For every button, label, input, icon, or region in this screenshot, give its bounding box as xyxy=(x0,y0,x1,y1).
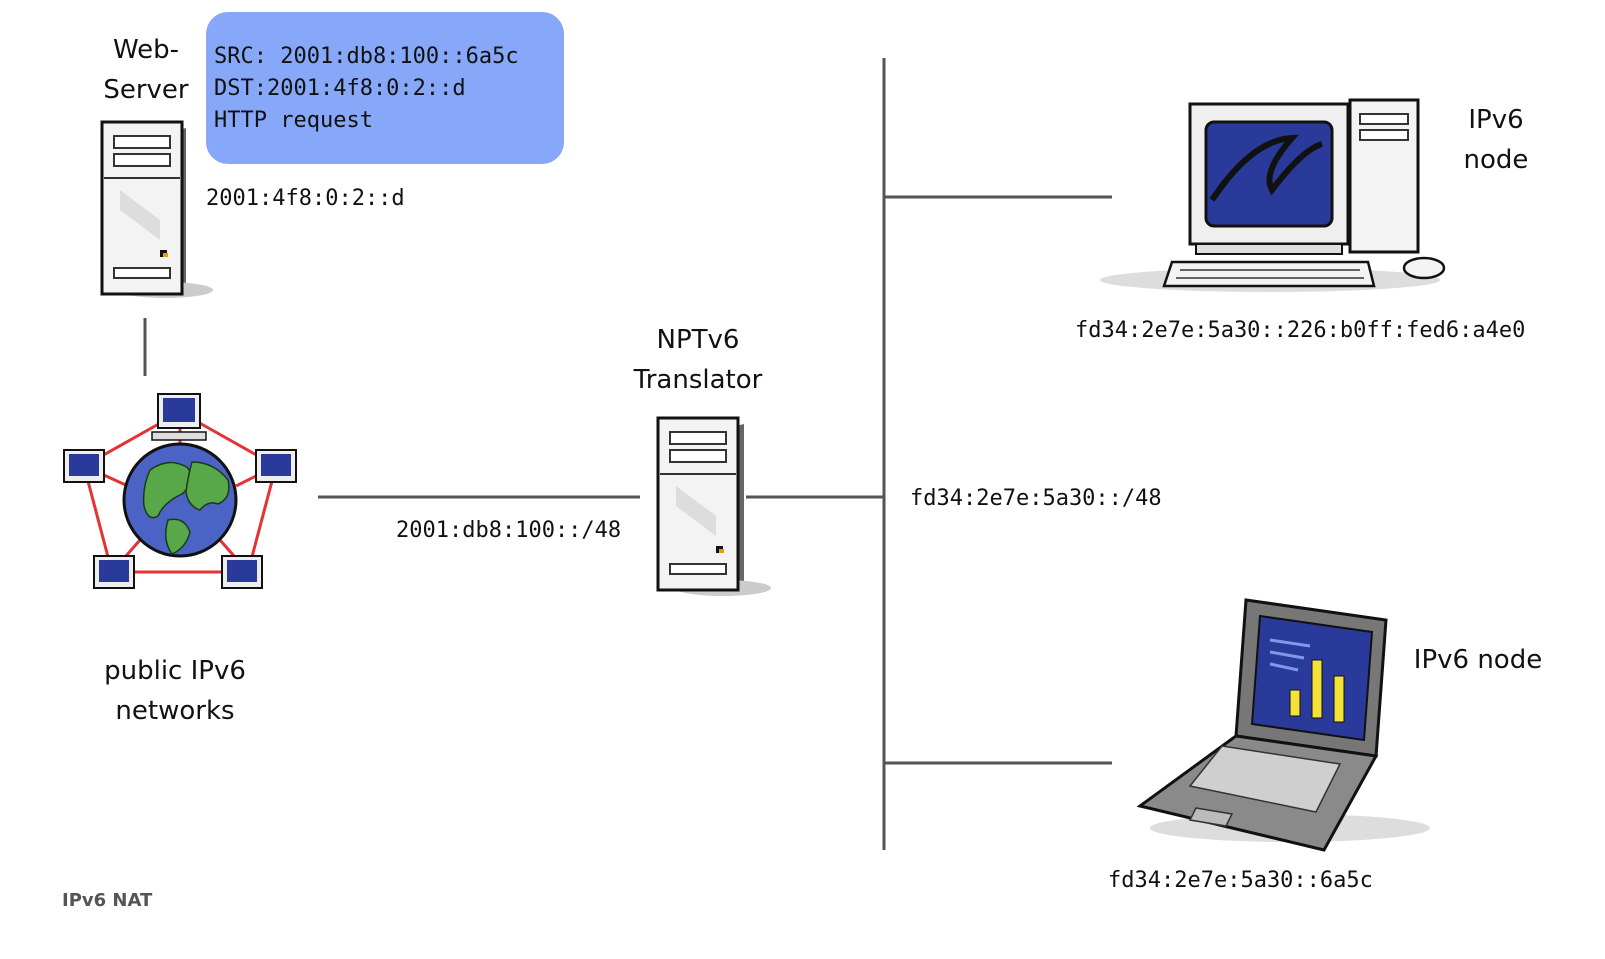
http-packet-bubble: SRC: 2001:db8:100::6a5c DST:2001:4f8:0:2… xyxy=(206,12,564,164)
packet-payload: HTTP request xyxy=(214,108,373,133)
internal-prefix-label: fd34:2e7e:5a30::/48 xyxy=(910,486,1162,511)
web-server-icon xyxy=(100,120,213,298)
desktop-node-address: fd34:2e7e:5a30::226:b0ff:fed6:a4e0 xyxy=(1075,318,1526,343)
packet-source-address: SRC: 2001:db8:100::6a5c xyxy=(214,44,519,69)
translator-label-line2: Translator xyxy=(633,365,763,395)
network-computer-icons xyxy=(63,393,297,589)
web-server-label: Web- Server xyxy=(88,30,204,110)
desktop-computer-icon xyxy=(1100,98,1446,292)
packet-destination-address: DST:2001:4f8:0:2::d xyxy=(214,76,466,101)
public-prefix-label: 2001:db8:100::/48 xyxy=(396,518,622,543)
web-server-label-line1: Web- xyxy=(112,35,180,65)
translator-label: NPTv6 Translator xyxy=(616,320,780,400)
desktop-node-label-line2: node xyxy=(1463,145,1529,175)
desktop-node-label-line1: IPv6 xyxy=(1468,105,1524,135)
laptop-node-label: IPv6 node xyxy=(1413,645,1543,675)
web-server-label-line2: Server xyxy=(103,75,189,105)
desktop-node-label: IPv6 node xyxy=(1446,100,1546,180)
translator-label-line1: NPTv6 xyxy=(656,325,740,355)
laptop-computer-icon xyxy=(1136,598,1430,852)
web-server-address: 2001:4f8:0:2::d xyxy=(206,186,405,211)
translator-server-icon xyxy=(656,416,771,596)
internet-globe-icon xyxy=(63,393,297,589)
public-network-label-line2: networks xyxy=(115,696,235,726)
network-links xyxy=(143,58,1112,850)
public-network-label-line1: public IPv6 xyxy=(104,656,246,686)
public-network-label: public IPv6 networks xyxy=(80,651,270,731)
laptop-node-address: fd34:2e7e:5a30::6a5c xyxy=(1108,868,1373,893)
diagram-caption: IPv6 NAT xyxy=(62,890,153,911)
